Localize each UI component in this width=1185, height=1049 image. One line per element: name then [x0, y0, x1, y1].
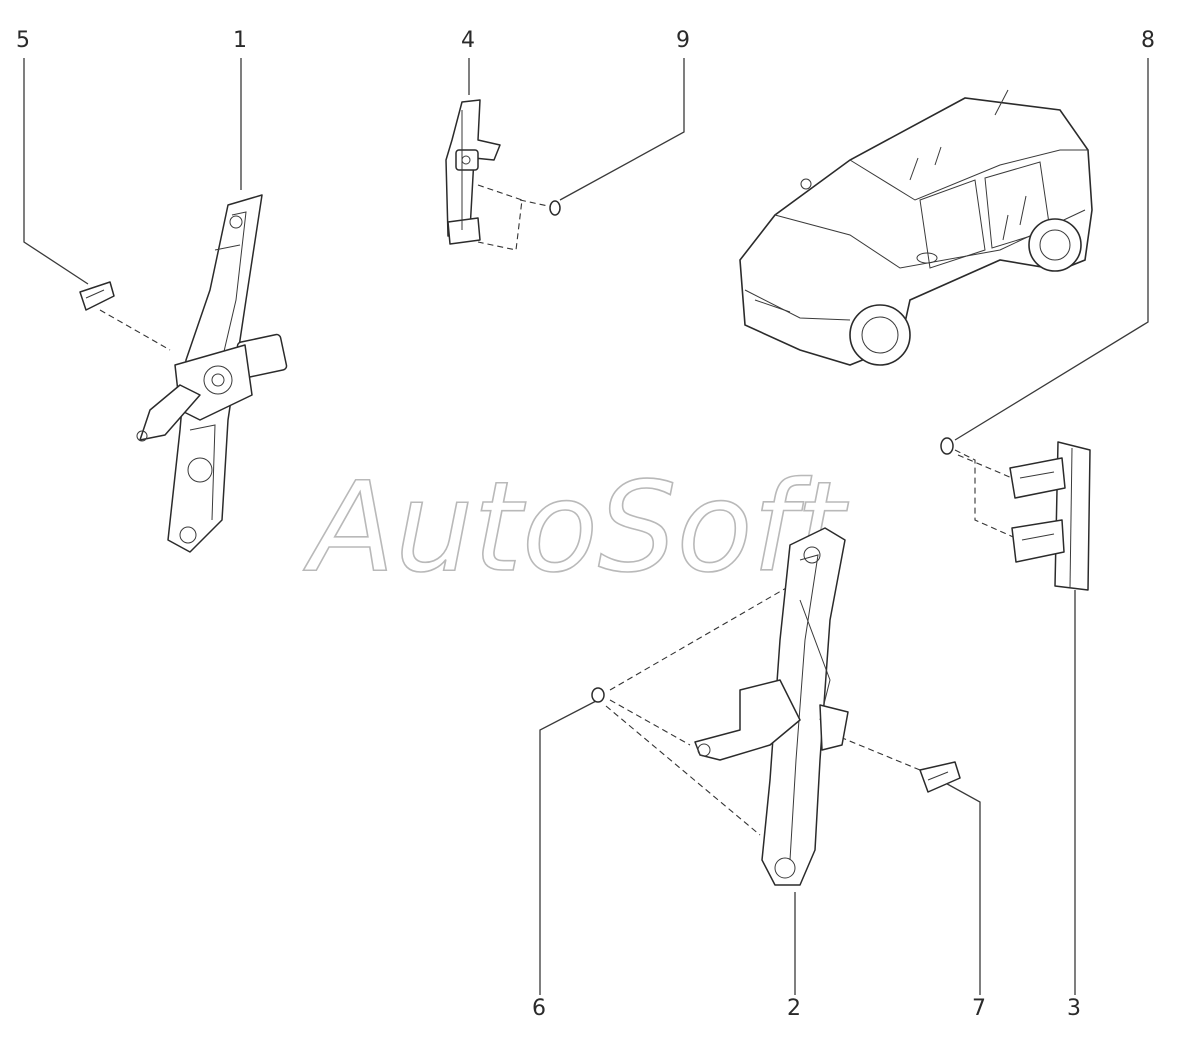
retainer-clip-icon[interactable]: [79, 281, 115, 311]
callout-3[interactable]: 3: [1067, 996, 1081, 1021]
callout-7[interactable]: 7: [972, 996, 986, 1021]
retainer-clip-icon[interactable]: [919, 761, 961, 793]
nut-icon[interactable]: [591, 687, 605, 703]
vehicle-crossover-icon: [739, 89, 1093, 366]
callout-6[interactable]: 6: [532, 996, 546, 1021]
window-regulator-rear-icon[interactable]: [694, 527, 849, 886]
nut-icon[interactable]: [549, 200, 561, 216]
callout-9[interactable]: 9: [676, 28, 690, 53]
callout-8[interactable]: 8: [1141, 28, 1155, 53]
leader-lines: [23, 58, 1149, 995]
callout-1[interactable]: 1: [233, 28, 247, 53]
glass-guide-small-icon[interactable]: [445, 99, 501, 245]
callout-2[interactable]: 2: [787, 996, 801, 1021]
nut-icon[interactable]: [940, 437, 954, 455]
window-regulator-motor-icon[interactable]: [136, 194, 288, 553]
glass-guide-rail-icon[interactable]: [1009, 441, 1091, 591]
assembly-dashed-lines: [99, 184, 1021, 836]
watermark-text: AutoSoft: [303, 456, 849, 600]
callout-5[interactable]: 5: [16, 28, 30, 53]
callout-4[interactable]: 4: [461, 28, 475, 53]
